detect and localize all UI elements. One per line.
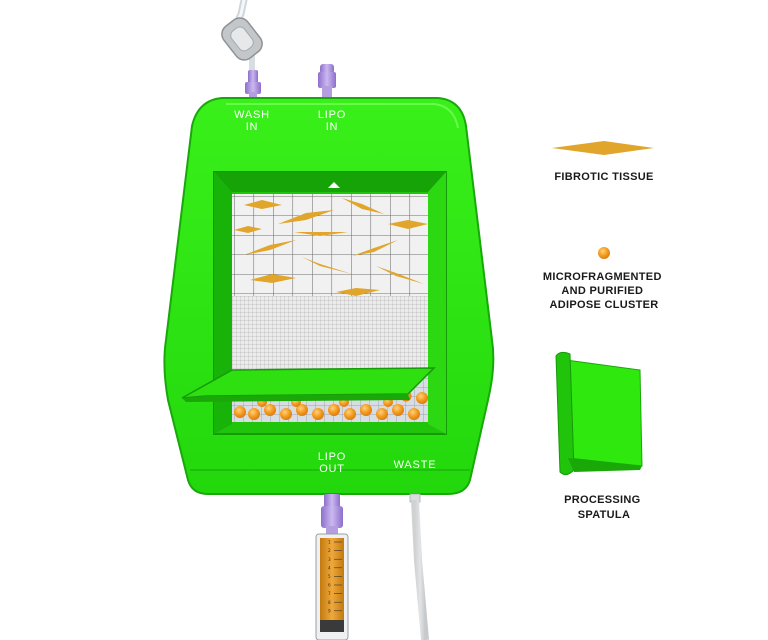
legend-fibrotic-tissue: FIBROTIC TISSUE (552, 141, 654, 183)
scale-number: 5 (328, 574, 331, 579)
fibrotic-tissue-icon (552, 141, 654, 155)
lipo-out-label-line2: OUT (319, 463, 345, 475)
legend: FIBROTIC TISSUE MICROFRAGMENTED AND PURI… (543, 141, 665, 521)
syringe-scale: 1 2 3 4 5 6 7 8 9 (328, 540, 342, 613)
lipo-out-connector (321, 494, 343, 536)
syringe: 1 2 3 4 5 6 7 8 9 (315, 533, 349, 640)
spatula-in-device (181, 367, 436, 402)
tube-clamp-icon (221, 17, 263, 61)
adipose-label-line2: AND PURIFIED (561, 285, 643, 297)
scale-number: 6 (328, 583, 331, 588)
adipose-label-line3: ADIPOSE CLUSTER (549, 299, 658, 311)
notch (328, 182, 340, 188)
lipo-in-connector (318, 64, 336, 98)
svg-text:PROCESSING SPATULA: PROCESSING SPATULA (564, 494, 644, 521)
scale-number: 1 (328, 540, 331, 545)
lipo-out-label-line1: LIPO (318, 451, 346, 463)
legend-adipose-cluster: MICROFRAGMENTED AND PURIFIED ADIPOSE CLU… (543, 247, 665, 311)
scale-number: 2 (328, 548, 331, 553)
wash-in-connector (245, 70, 261, 100)
waste-tube (409, 493, 429, 640)
lipo-in-label-line2: IN (326, 121, 339, 133)
fine-filter-mesh (232, 296, 428, 370)
legend-processing-spatula: PROCESSING SPATULA (555, 351, 644, 521)
wash-in-label-line1: WASH (234, 109, 270, 121)
scale-number: 4 (328, 565, 331, 570)
fibrotic-tissue-fragments (234, 198, 428, 296)
spatula-icon (555, 351, 643, 476)
lipo-in-label-line1: LIPO (318, 109, 346, 121)
svg-text:MICROFRAGMENTED AND PU: MICROFRAGMENTED AND PURIFIED ADIPOSE CLU… (543, 271, 665, 311)
spatula-label-line1: PROCESSING (564, 494, 640, 506)
scale-number: 8 (328, 600, 331, 605)
scale-number: 3 (328, 557, 331, 562)
adipose-label-line1: MICROFRAGMENTED (543, 271, 662, 283)
waste-label: WASTE (394, 459, 437, 471)
spatula-label-line2: SPATULA (578, 509, 630, 521)
scale-number: 7 (328, 591, 331, 596)
wash-in-label-line2: IN (246, 121, 259, 133)
fibrotic-tissue-label: FIBROTIC TISSUE (554, 171, 653, 183)
scale-number: 9 (328, 608, 331, 613)
adipose-cluster-icon (598, 247, 610, 259)
